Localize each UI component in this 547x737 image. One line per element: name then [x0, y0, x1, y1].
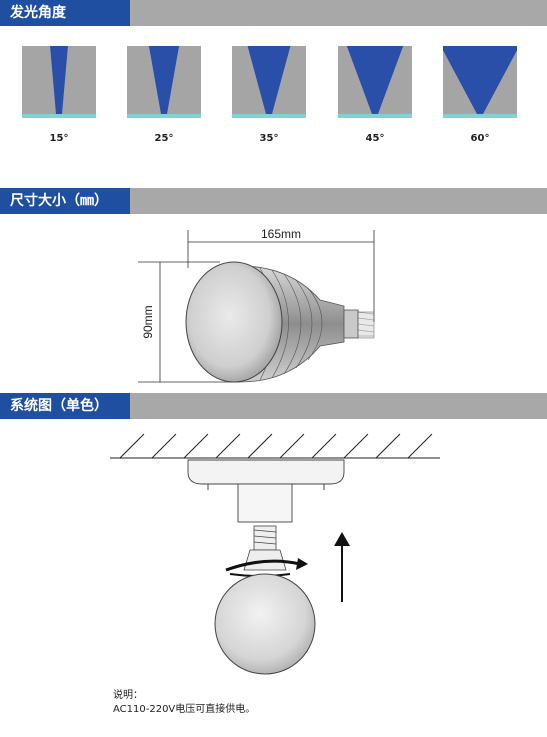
section-title-beam-angle: 发光角度 — [0, 0, 130, 26]
beam-angle-label: 25° — [154, 133, 174, 144]
section-header-beam-angle: 发光角度 — [0, 0, 547, 26]
section-header-bar — [130, 393, 547, 419]
beam-cone — [148, 46, 180, 114]
beam-angle-diagram — [127, 46, 201, 118]
beam-cone — [50, 46, 68, 114]
section-header-bar — [130, 188, 547, 214]
beam-base — [232, 114, 306, 118]
beam-base — [443, 114, 517, 118]
beam-angle-diagram — [22, 46, 96, 118]
beam-base — [127, 114, 201, 118]
beam-angle-diagram — [338, 46, 412, 118]
beam-angle-label: 15° — [49, 133, 69, 144]
beam-angle-label: 35° — [259, 133, 279, 144]
beam-angle-diagram — [232, 46, 306, 118]
section-header-dimensions: 尺寸大小（㎜） — [0, 188, 547, 214]
section-title-system: 系统图（单色） — [0, 393, 130, 419]
height-dimension-label: 90mm — [141, 305, 155, 338]
beam-cone — [443, 46, 517, 114]
beam-angle-label: 45° — [365, 133, 385, 144]
beam-cone — [247, 46, 291, 114]
note-title: 说明： — [113, 690, 143, 701]
beam-base — [22, 114, 96, 118]
section-header-system: 系统图（单色） — [0, 393, 547, 419]
section-title-dimensions: 尺寸大小（㎜） — [0, 188, 130, 214]
beam-base — [338, 114, 412, 118]
note-text: AC110-220V电压可直接供电。 — [113, 704, 256, 715]
beam-angle-diagram — [443, 46, 517, 118]
width-dimension-label: 165mm — [261, 227, 301, 241]
beam-angle-label: 60° — [470, 133, 490, 144]
section-header-bar — [130, 0, 547, 26]
installation-diagram — [110, 433, 440, 675]
bulb-dimension-drawing: 165mm 90mm — [138, 227, 375, 383]
beam-cone — [346, 46, 404, 114]
